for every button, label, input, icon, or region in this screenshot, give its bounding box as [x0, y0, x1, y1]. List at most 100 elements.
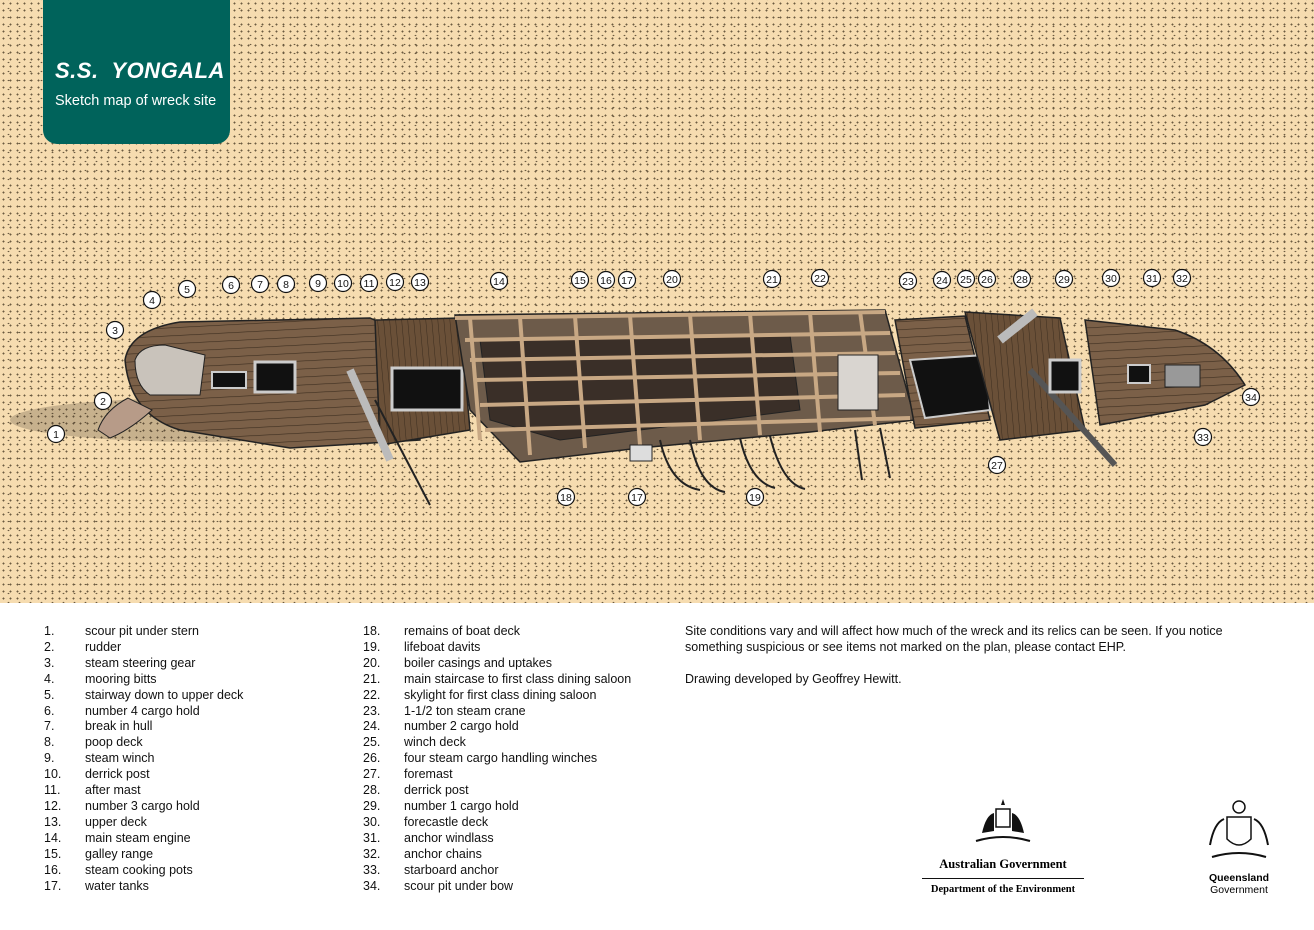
legend-number: 27.: [363, 767, 381, 782]
queensland-coat-of-arms-icon: [1209, 800, 1269, 858]
callout-circle: [596, 270, 616, 290]
after-mast-stay: [374, 399, 431, 506]
after-mast-spar: [346, 368, 394, 462]
callout-circle: [93, 391, 113, 411]
legend-item: 25.winch deck: [363, 735, 631, 751]
legend-text: derrick post: [404, 783, 469, 798]
callout-number: 12: [389, 277, 401, 289]
legend-item: 31.anchor windlass: [363, 831, 631, 847]
callout-circle: [1193, 427, 1213, 447]
callout-number: 2: [100, 396, 106, 408]
site-conditions-note: Site conditions vary and will affect how…: [685, 624, 1223, 654]
callout-number: 30: [1105, 273, 1117, 285]
legend-item: 19. lifeboat davits: [363, 640, 631, 656]
callout-circle: [250, 274, 270, 294]
callout-circle: [898, 271, 918, 291]
map-subtitle: Sketch map of wreck site: [55, 93, 217, 109]
callout-number: 7: [257, 279, 263, 291]
legend-text: 1-1/2 ton steam crane: [404, 703, 526, 718]
legend-text: upper deck: [85, 814, 147, 829]
legend-number: 12.: [44, 798, 62, 813]
callout-number: 18: [560, 492, 572, 504]
legend-number: 10.: [44, 767, 62, 782]
callout-circle: [1012, 269, 1032, 289]
legend-item: 12.number 3 cargo hold: [44, 799, 243, 815]
legend-number: 21.: [363, 671, 381, 686]
legend-text: scour pit under bow: [404, 878, 514, 893]
notes-panel: Site conditions vary and will affect how…: [685, 624, 1265, 704]
callout-circle: [956, 269, 976, 289]
legend-text: lifeboat davits: [404, 639, 481, 654]
legend-item: 22.skylight for first class dining saloo…: [363, 688, 631, 704]
callout-circle: [977, 269, 997, 289]
forecastle-hatch: [1127, 364, 1151, 384]
legend-text: forecastle deck: [404, 814, 489, 829]
callout-circle: [1142, 268, 1162, 288]
legend-item: 11.after mast: [44, 783, 243, 799]
legend-number: 24.: [363, 719, 381, 734]
callout-number: 11: [364, 278, 375, 290]
callout-circle: [1172, 268, 1192, 288]
callout-number: 19: [749, 492, 761, 504]
callout-number: 32: [1176, 273, 1188, 285]
legend-item: 13.upper deck: [44, 815, 243, 831]
legend-item: 6.number 4 cargo hold: [44, 704, 243, 720]
legend-item: 34. scour pit under bow: [363, 879, 631, 895]
drawing-credit: Drawing developed by Geoffrey Hewitt.: [685, 671, 902, 686]
callout-circle: [745, 487, 765, 507]
legend-text: number 1 cargo hold: [404, 798, 519, 813]
legend-number: 16.: [44, 862, 62, 877]
callout-circle: [359, 273, 379, 293]
legend-number: 20.: [363, 655, 381, 670]
legend-item: 17.water tanks: [44, 879, 243, 895]
callout-number: 20: [666, 274, 678, 286]
legend-number: 23.: [363, 703, 381, 718]
callout-number: 23: [902, 276, 914, 288]
legend-number: 1.: [44, 624, 55, 638]
legend-number: 4.: [44, 671, 55, 686]
legend-text: four steam cargo handling winches: [404, 751, 598, 766]
callout-number: 17: [631, 492, 643, 504]
legend-number: 34.: [363, 878, 381, 893]
legend-number: 30.: [363, 814, 381, 829]
callout-circle: [662, 269, 682, 289]
hold-opening-small: [211, 371, 247, 389]
legend-text: number 2 cargo hold: [404, 719, 519, 734]
foremast-spar: [1027, 367, 1118, 468]
legend-text: skylight for first class dining saloon: [404, 687, 597, 702]
queensland-government-logo: Queensland Government: [1200, 797, 1278, 896]
hold-1-opening: [1048, 358, 1082, 394]
derrick-post-fore: [997, 308, 1038, 344]
legend-item: 7.break in hull: [44, 719, 243, 735]
australian-government-logo: Australian Government Department of the …: [922, 797, 1084, 895]
callout-number: 34: [1245, 392, 1257, 404]
legend-number: 19.: [363, 639, 381, 654]
callout-number: 4: [149, 295, 155, 307]
australian-coat-of-arms-icon: [975, 799, 1031, 842]
callout-number: 22: [814, 273, 826, 285]
callout-circle: [627, 487, 647, 507]
callout-circle: [308, 273, 328, 293]
legend-item: 1.scour pit under stern: [44, 624, 243, 640]
callout-number: 13: [414, 277, 426, 289]
callout-number: 31: [1146, 273, 1158, 285]
callout-number: 6: [228, 280, 234, 292]
legend-number: 25.: [363, 735, 381, 750]
legend-number: 26.: [363, 751, 381, 766]
legend-item: 10.derrick post: [44, 767, 243, 783]
legend-number: 33.: [363, 862, 381, 877]
legend-text: water tanks: [85, 878, 149, 893]
legend-item: 14.main steam engine: [44, 831, 243, 847]
legend-item: 28.derrick post: [363, 783, 631, 799]
legend-text: after mast: [85, 783, 141, 798]
callout-circle: [556, 487, 576, 507]
legend-item: 8.poop deck: [44, 735, 243, 751]
legend-text: steam cooking pots: [85, 862, 193, 877]
legend-text: foremast: [404, 767, 453, 782]
callout-circle: [932, 270, 952, 290]
callout-circle: [617, 270, 637, 290]
legend-item: 20.boiler casings and uptakes: [363, 656, 631, 672]
legend-text: poop deck: [85, 735, 143, 750]
